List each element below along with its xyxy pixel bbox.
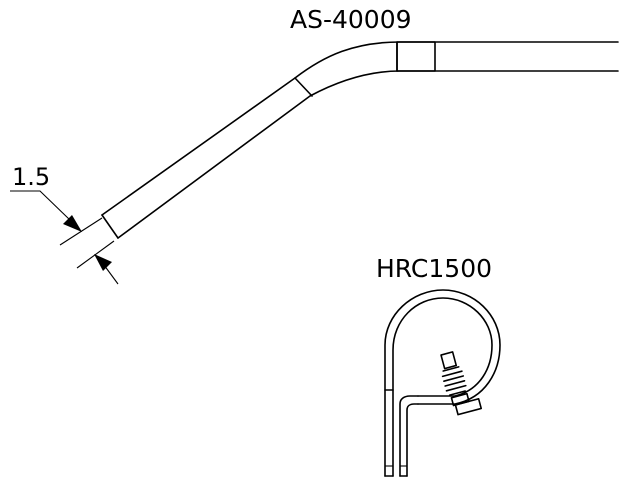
tube-sleeve bbox=[396, 41, 436, 72]
clamp-part-label: HRC1500 bbox=[376, 254, 492, 283]
cushion-clamp bbox=[384, 289, 501, 477]
diameter-dimension bbox=[10, 190, 119, 285]
clamp-bolt bbox=[440, 351, 483, 416]
tube-end-cap bbox=[101, 214, 119, 239]
clamp-mount-tab bbox=[399, 395, 419, 477]
dimension-arrow bbox=[63, 215, 82, 232]
clamp-outer-band bbox=[384, 289, 501, 477]
tube-top-edge bbox=[101, 41, 619, 216]
tube-part-label: AS-40009 bbox=[290, 5, 412, 34]
clamp-inner-band bbox=[392, 297, 493, 477]
dimension-label: 1.5 bbox=[12, 163, 50, 191]
extension-line bbox=[76, 240, 115, 269]
bolt-thread bbox=[441, 366, 467, 396]
dimension-arrow-tail bbox=[103, 264, 119, 285]
dimension-leader bbox=[10, 190, 71, 221]
bend-tangent-line bbox=[294, 77, 313, 97]
dimension-arrow bbox=[94, 254, 112, 271]
bolt-nut bbox=[454, 397, 483, 416]
tube-bottom-edge bbox=[117, 70, 619, 239]
bent-tube bbox=[101, 41, 619, 239]
bolt-tip bbox=[440, 351, 458, 370]
